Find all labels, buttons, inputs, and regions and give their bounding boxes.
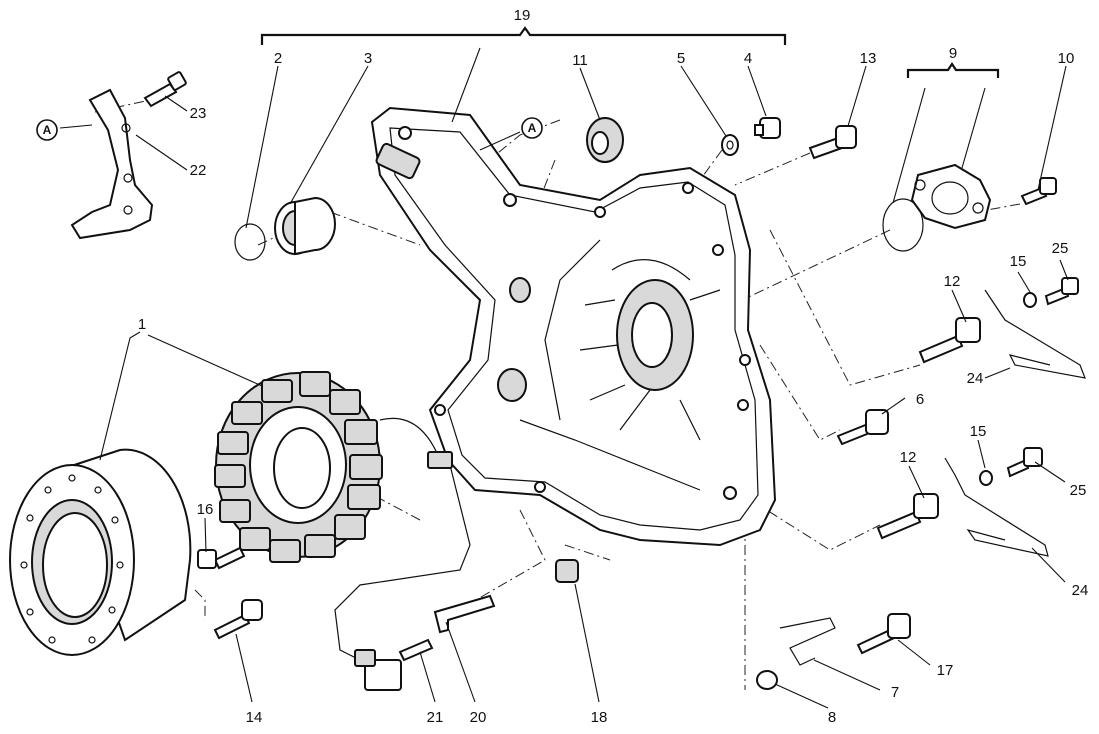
label-15b: 15 — [970, 423, 987, 440]
label-15a: 15 — [1010, 253, 1027, 270]
small-parts — [143, 71, 1086, 690]
label-7: 7 — [891, 684, 899, 701]
label-11: 11 — [572, 52, 588, 69]
label-24a: 24 — [967, 370, 984, 387]
label-10: 10 — [1058, 50, 1075, 67]
callout-a-left: A — [36, 119, 93, 141]
label-3: 3 — [364, 50, 372, 67]
label-16: 16 — [197, 501, 214, 518]
label-4: 4 — [744, 50, 752, 67]
label-19: 19 — [514, 7, 531, 24]
part-number-labels: 19 2 3 11 5 4 13 9 10 23 22 15 25 12 24 … — [138, 7, 1089, 726]
label-2: 2 — [274, 50, 282, 67]
stator — [214, 371, 471, 691]
leader-lines — [99, 47, 1069, 709]
label-23: 23 — [190, 105, 207, 122]
label-25b: 25 — [1070, 482, 1087, 499]
callout-a-cover: A — [479, 117, 543, 151]
label-13: 13 — [860, 50, 877, 67]
svg-text:A: A — [43, 123, 52, 137]
bracket-22 — [70, 88, 154, 240]
generator-cover — [370, 106, 777, 547]
bracket-19 — [260, 26, 787, 45]
bracket-9 — [906, 62, 1000, 78]
label-12a: 12 — [944, 273, 961, 290]
label-24b: 24 — [1072, 582, 1089, 599]
label-8: 8 — [828, 709, 836, 726]
label-9: 9 — [949, 45, 957, 62]
label-22: 22 — [190, 162, 207, 179]
label-14: 14 — [246, 709, 263, 726]
label-17: 17 — [937, 662, 954, 679]
label-6: 6 — [916, 391, 924, 408]
svg-text:A: A — [528, 121, 537, 135]
label-21: 21 — [427, 709, 444, 726]
label-20: 20 — [470, 709, 487, 726]
rotor — [9, 448, 192, 656]
label-25a: 25 — [1052, 240, 1069, 257]
label-12b: 12 — [900, 449, 917, 466]
label-18: 18 — [591, 709, 608, 726]
label-1: 1 — [138, 316, 146, 333]
label-5: 5 — [677, 50, 685, 67]
